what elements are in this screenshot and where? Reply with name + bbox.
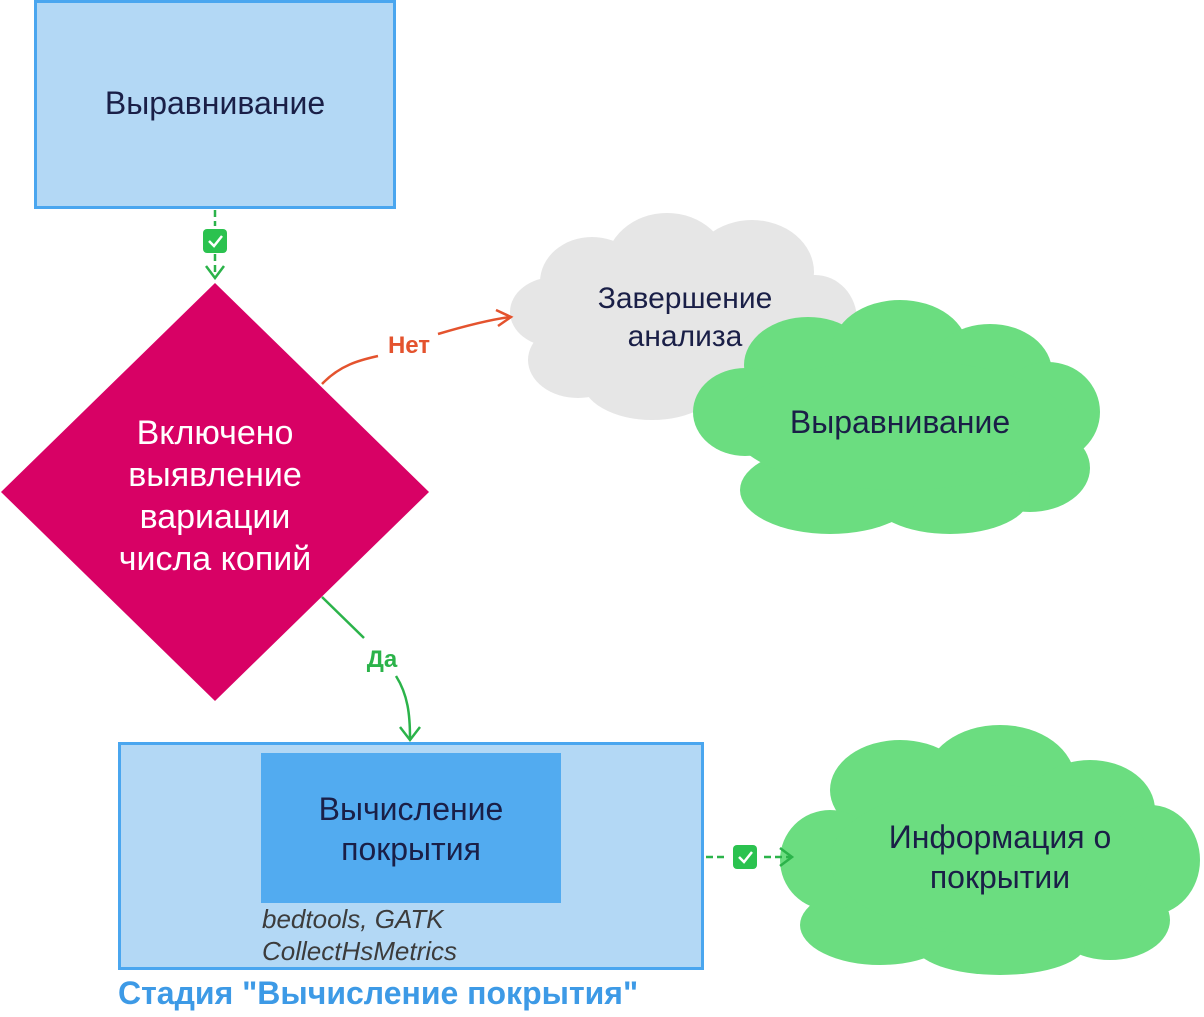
coverage-info-cloud	[780, 725, 1200, 975]
coverage-calc-node: Вычисление покрытия	[261, 753, 561, 903]
alignment-cloud	[693, 300, 1100, 534]
finish-cloud	[510, 213, 857, 420]
edge-stage-to-info	[706, 847, 795, 867]
alignment-node: Выравнивание	[34, 0, 396, 209]
stage-title: Стадия "Вычисление покрытия"	[118, 975, 639, 1011]
coverage-tools-label: bedtools, GATK CollectHsMetrics	[262, 904, 458, 966]
coverage-info-label: Информация о покрытии	[888, 819, 1112, 895]
edge-no-label: Нет	[387, 332, 431, 359]
finish-label: Завершение анализа	[597, 282, 773, 353]
coverage-calc-label: Вычисление покрытия	[318, 791, 504, 867]
success-check-icon	[203, 229, 227, 253]
alignment-cloud-label: Выравнивание	[789, 404, 1011, 440]
decision-diamond	[1, 283, 429, 701]
edge-alignment-to-decision	[205, 210, 225, 281]
success-check-icon	[733, 845, 757, 869]
decision-label: Включено выявление вариации числа копий	[118, 414, 312, 578]
edge-yes-label: Да	[366, 646, 398, 673]
edge-yes	[321, 596, 421, 743]
alignment-label: Выравнивание	[104, 85, 326, 121]
edge-no	[321, 308, 514, 385]
